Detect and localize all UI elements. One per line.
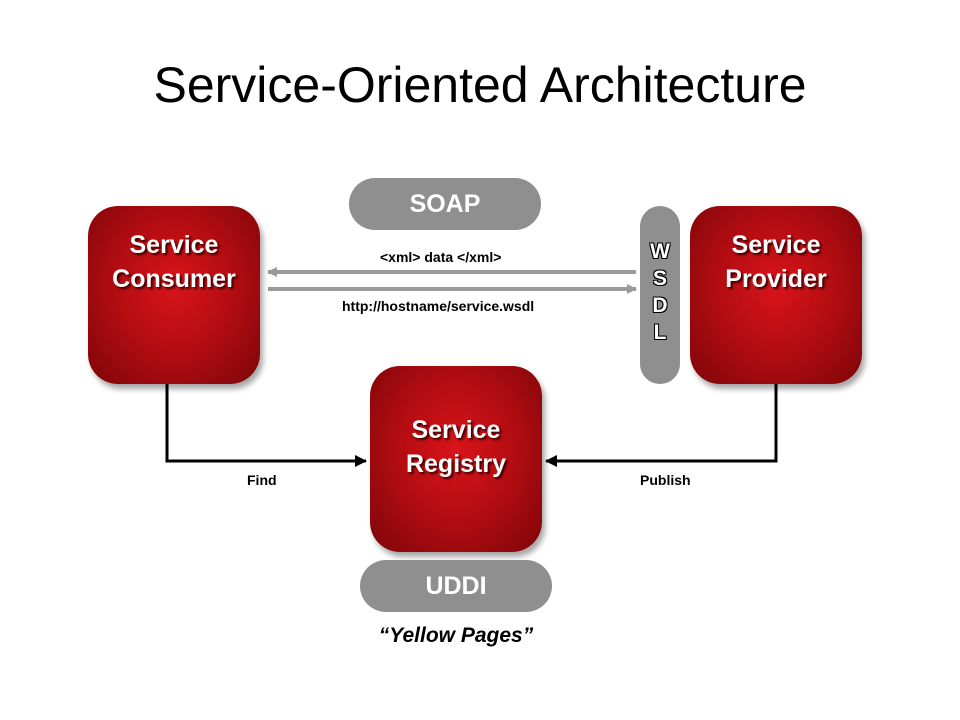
service-consumer-box: Service Consumer (88, 206, 260, 384)
wsdl-url-label: http://hostname/service.wsdl (342, 298, 535, 314)
wsdl-letter: S (652, 267, 667, 290)
service-provider-label: Service Provider (725, 228, 826, 296)
service-consumer-line1: Service (129, 231, 219, 259)
publish-label: Publish (640, 472, 691, 488)
service-registry-box: Service Registry (370, 366, 542, 552)
find-arrow (165, 384, 367, 467)
diagram-title: Service-Oriented Architecture (153, 57, 807, 113)
yellow-pages-caption: “Yellow Pages” (378, 624, 534, 647)
service-consumer-label: Service Consumer (112, 228, 236, 296)
publish-arrow (545, 384, 778, 467)
wsdl-letter: L (653, 321, 667, 344)
service-registry-line1: Service (411, 416, 501, 444)
xml-data-label: <xml> data </xml> (380, 249, 502, 265)
service-registry-label: Service Registry (406, 413, 506, 481)
service-provider-box: Service Provider (690, 206, 862, 384)
service-provider-line2: Provider (725, 265, 827, 293)
service-registry-line2: Registry (405, 450, 507, 478)
wsdl-pill: W S D L (640, 206, 680, 384)
service-consumer-line2: Consumer (112, 265, 236, 293)
wsdl-letter: D (652, 294, 668, 317)
soap-pill: SOAP (349, 178, 541, 230)
find-label: Find (247, 472, 277, 488)
wsdl-letter: W (650, 240, 670, 263)
service-provider-line1: Service (731, 231, 821, 259)
uddi-pill: UDDI (360, 560, 552, 612)
